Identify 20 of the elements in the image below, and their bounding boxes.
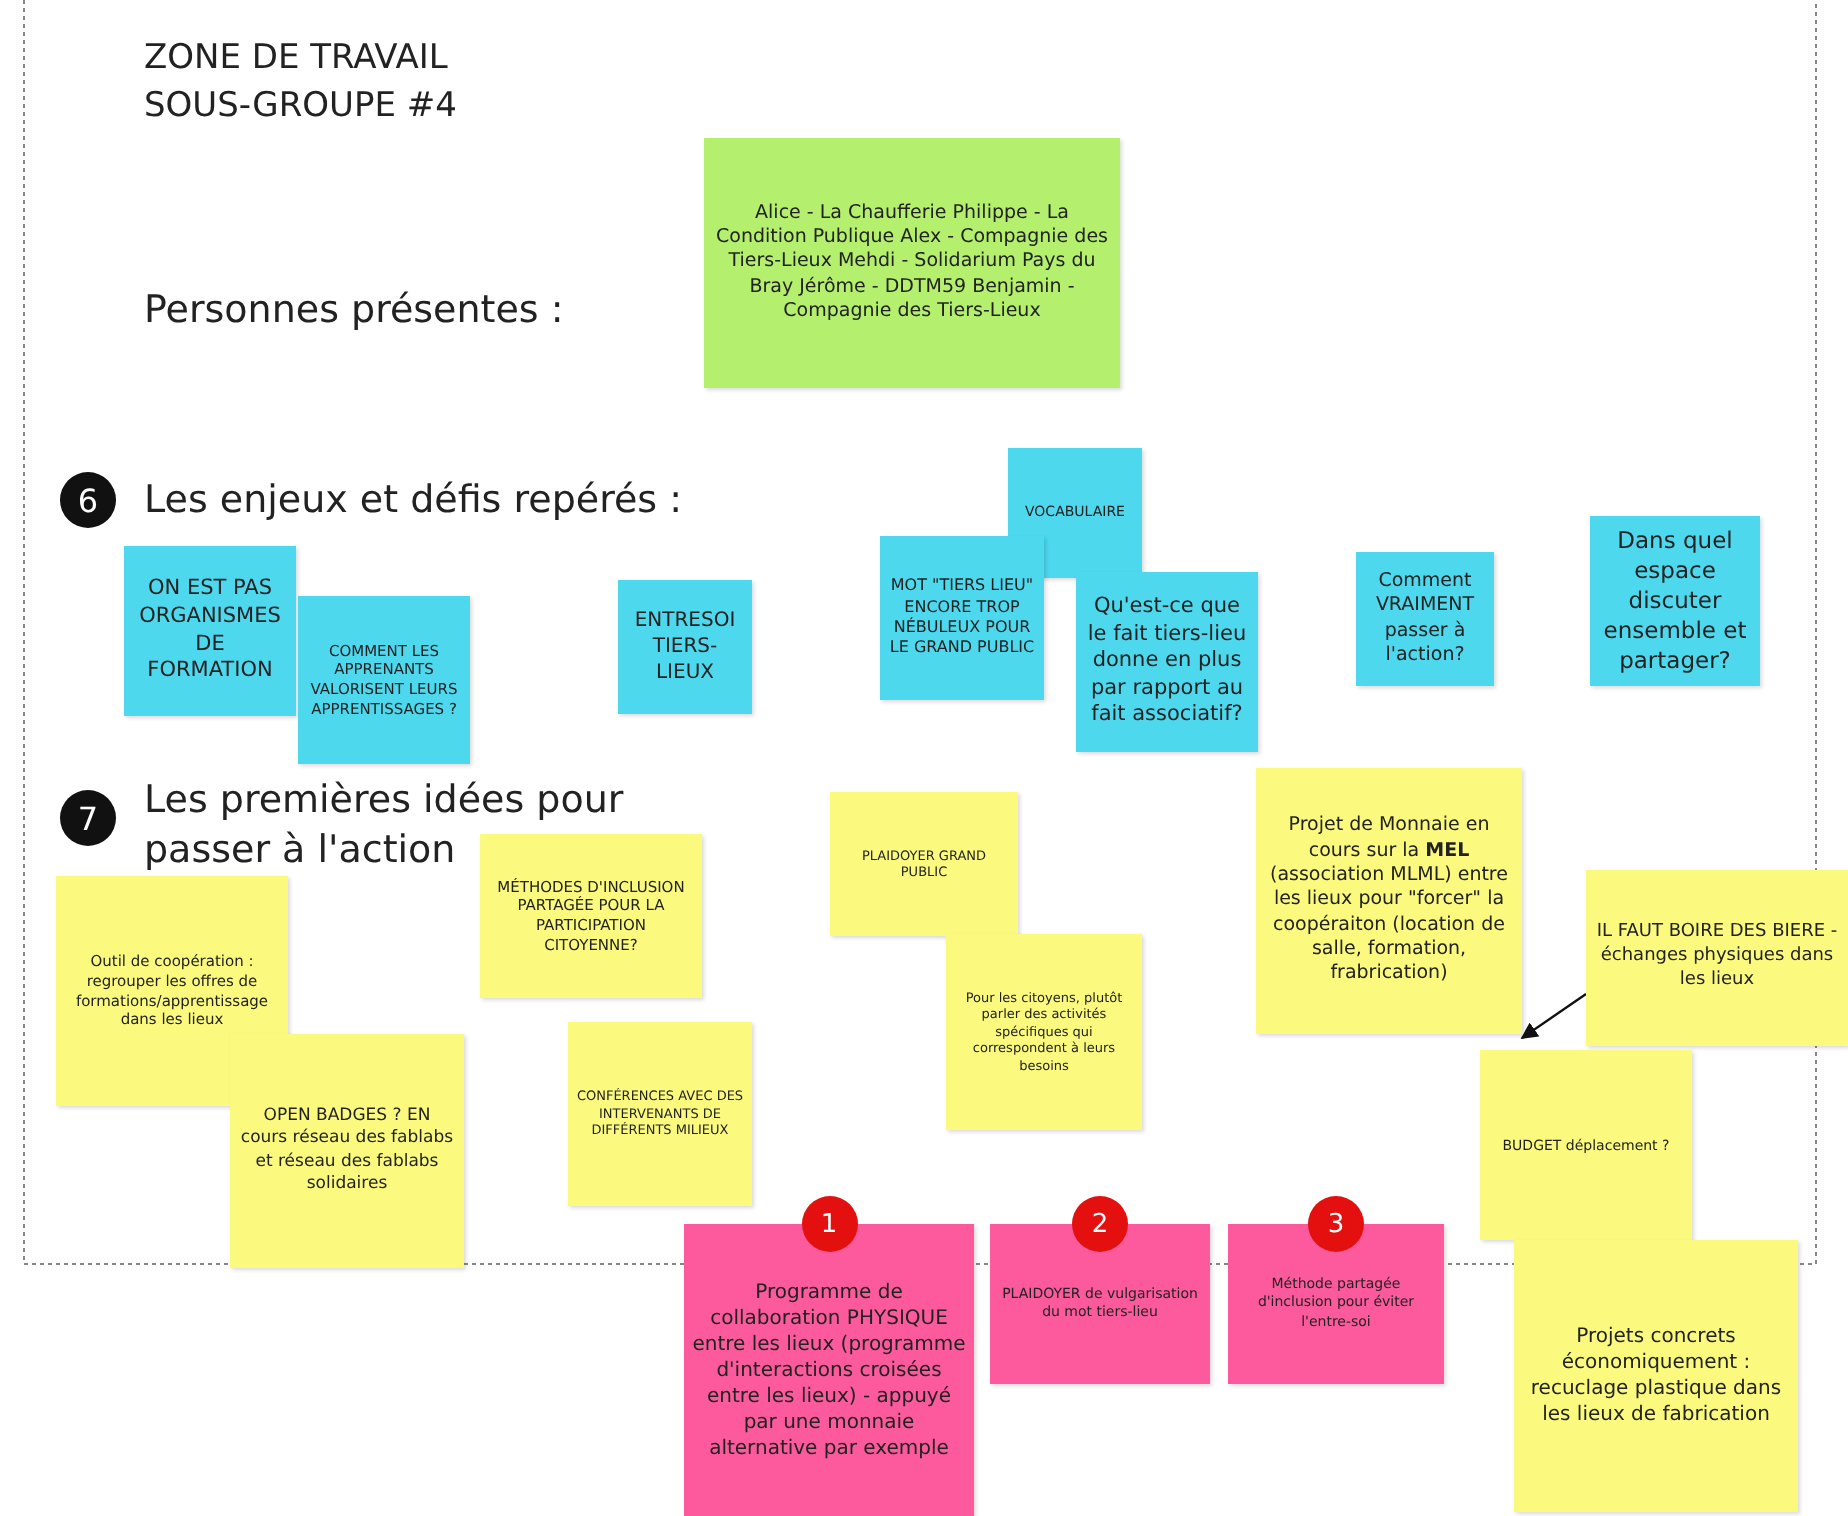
issue-note: MOT "TIERS LIEU" ENCORE TROP NÉBULEUX POUR LE GRAND PUBLIC	[880, 536, 1044, 700]
section-number: 7	[60, 790, 116, 846]
arrow	[1520, 993, 1587, 1039]
issue-note: Qu'est-ce que le fait tiers-lieu donne en plus par rapport au fait associatif?	[1076, 572, 1258, 752]
idea-note: Projets concrets économiquement : recuclage plastique dans les lieux de fabrication	[1514, 1240, 1798, 1512]
idea-note: Projet de Monnaie en cours sur la MEL (association MLML) entre les lieux pour "forcer" la coopéraiton (location de salle, formation, frabrication)	[1256, 768, 1522, 1034]
section-label: Personnes présentes :	[144, 286, 566, 336]
section-heading: Les enjeux et défis repérés :	[144, 476, 684, 526]
number-badge: 1	[801, 1196, 857, 1252]
issue-note: Dans quel espace discuter ensemble et partager?	[1590, 516, 1760, 686]
attendee-note: Alice - La Chaufferie Philippe - La Condition Publique Alex - Compagnie des Tiers-Lieux Mehdi - Solidarium Pays du Bray Jérôme - DDTM59 Benjamin - Compagnie des Tiers-Lieux	[704, 138, 1120, 388]
idea-note: OPEN BADGES ? EN cours réseau des fablabs et réseau des fablabs solidaires	[230, 1034, 464, 1268]
issue-note: ENTRESOI TIERS-LIEUX	[618, 580, 752, 714]
idea-note: IL FAUT BOIRE DES BIERE - échanges physiques dans les lieux	[1586, 870, 1848, 1046]
title: ZONE DE TRAVAIL SOUS-GROUPE #4	[144, 36, 459, 130]
issue-note: ON EST PAS ORGANISMES DE FORMATION	[124, 546, 296, 716]
issue-note: Comment VRAIMENT passer à l'action?	[1356, 552, 1494, 686]
section-number: 6	[60, 472, 116, 528]
number-badge: 3	[1308, 1196, 1364, 1252]
number-badge: 2	[1072, 1196, 1128, 1252]
